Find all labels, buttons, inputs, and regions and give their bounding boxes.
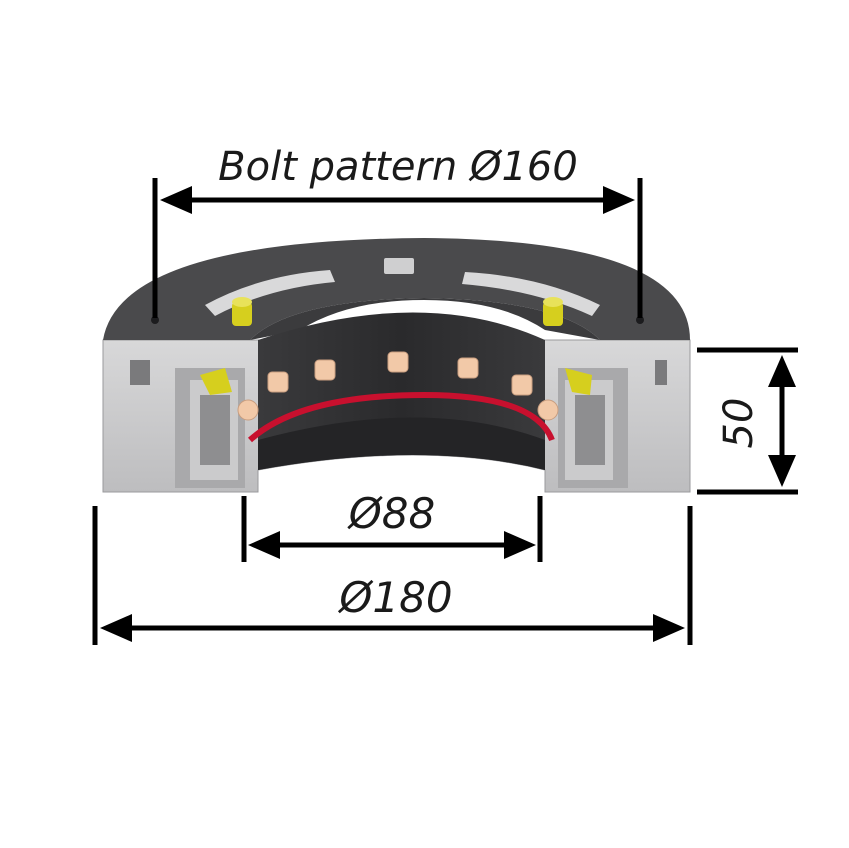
rollers — [237, 351, 559, 421]
bolt-head-left — [232, 297, 252, 326]
slewing-bearing-illustration — [102, 238, 691, 493]
roller — [387, 351, 409, 373]
roller — [267, 371, 289, 393]
top-center-lug — [384, 258, 414, 274]
inner-arrow-left — [248, 531, 280, 559]
roller — [314, 359, 336, 381]
height-label: 50 — [716, 398, 762, 449]
outer-arrow-right — [653, 614, 685, 642]
right-section-detail — [558, 360, 667, 488]
top-slot-right — [462, 272, 600, 316]
outer-diameter-label: Ø180 — [337, 573, 452, 622]
bolt-arrow-right — [603, 186, 635, 214]
red-seal — [247, 391, 555, 443]
roller — [537, 399, 559, 421]
left-section-detail — [130, 360, 245, 488]
bolt-arrow-left — [160, 186, 192, 214]
roller — [237, 399, 259, 421]
roller — [457, 357, 479, 379]
height-arrow-bottom — [768, 455, 796, 487]
outer-arrow-left — [100, 614, 132, 642]
arrowheads — [100, 186, 796, 642]
inner-diameter-label: Ø88 — [347, 489, 436, 538]
inner-arrow-right — [504, 531, 536, 559]
height-arrow-top — [768, 355, 796, 387]
roller — [511, 374, 533, 396]
bore-lower — [258, 417, 545, 470]
top-face-inner-rim — [250, 298, 600, 340]
bolt-pattern-label: Bolt pattern Ø160 — [218, 144, 578, 190]
dimensions — [92, 178, 798, 645]
bolt-head-right — [543, 297, 563, 326]
